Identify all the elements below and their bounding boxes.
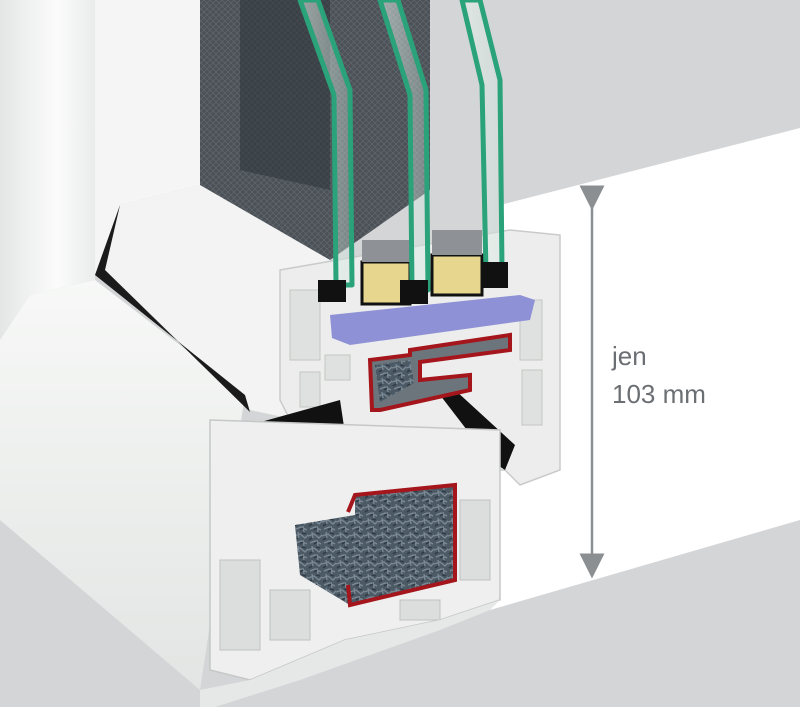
- sash-chambers: [289, 289, 543, 426]
- sash-reinforcement: [367, 332, 512, 412]
- frame-foam-core: [295, 485, 455, 605]
- blue-seal: [330, 295, 535, 345]
- frame-reinforcement: [346, 482, 457, 608]
- sash-bevel-dark: [95, 205, 250, 412]
- frame-jamb: [95, 0, 200, 275]
- frame-outer-face: [0, 0, 95, 340]
- dimension-label-value: 103 mm: [612, 379, 706, 409]
- dimension-band: [490, 128, 800, 610]
- frame-sill-face: [200, 600, 500, 707]
- frame-left-bevel: [0, 280, 245, 690]
- frame-chambers: [219, 499, 491, 651]
- glass-interior-shade: [240, 0, 330, 190]
- dimension-label-prefix: jen: [612, 341, 647, 371]
- glass-pane-1: [297, 0, 355, 288]
- spacer-right: [430, 253, 484, 297]
